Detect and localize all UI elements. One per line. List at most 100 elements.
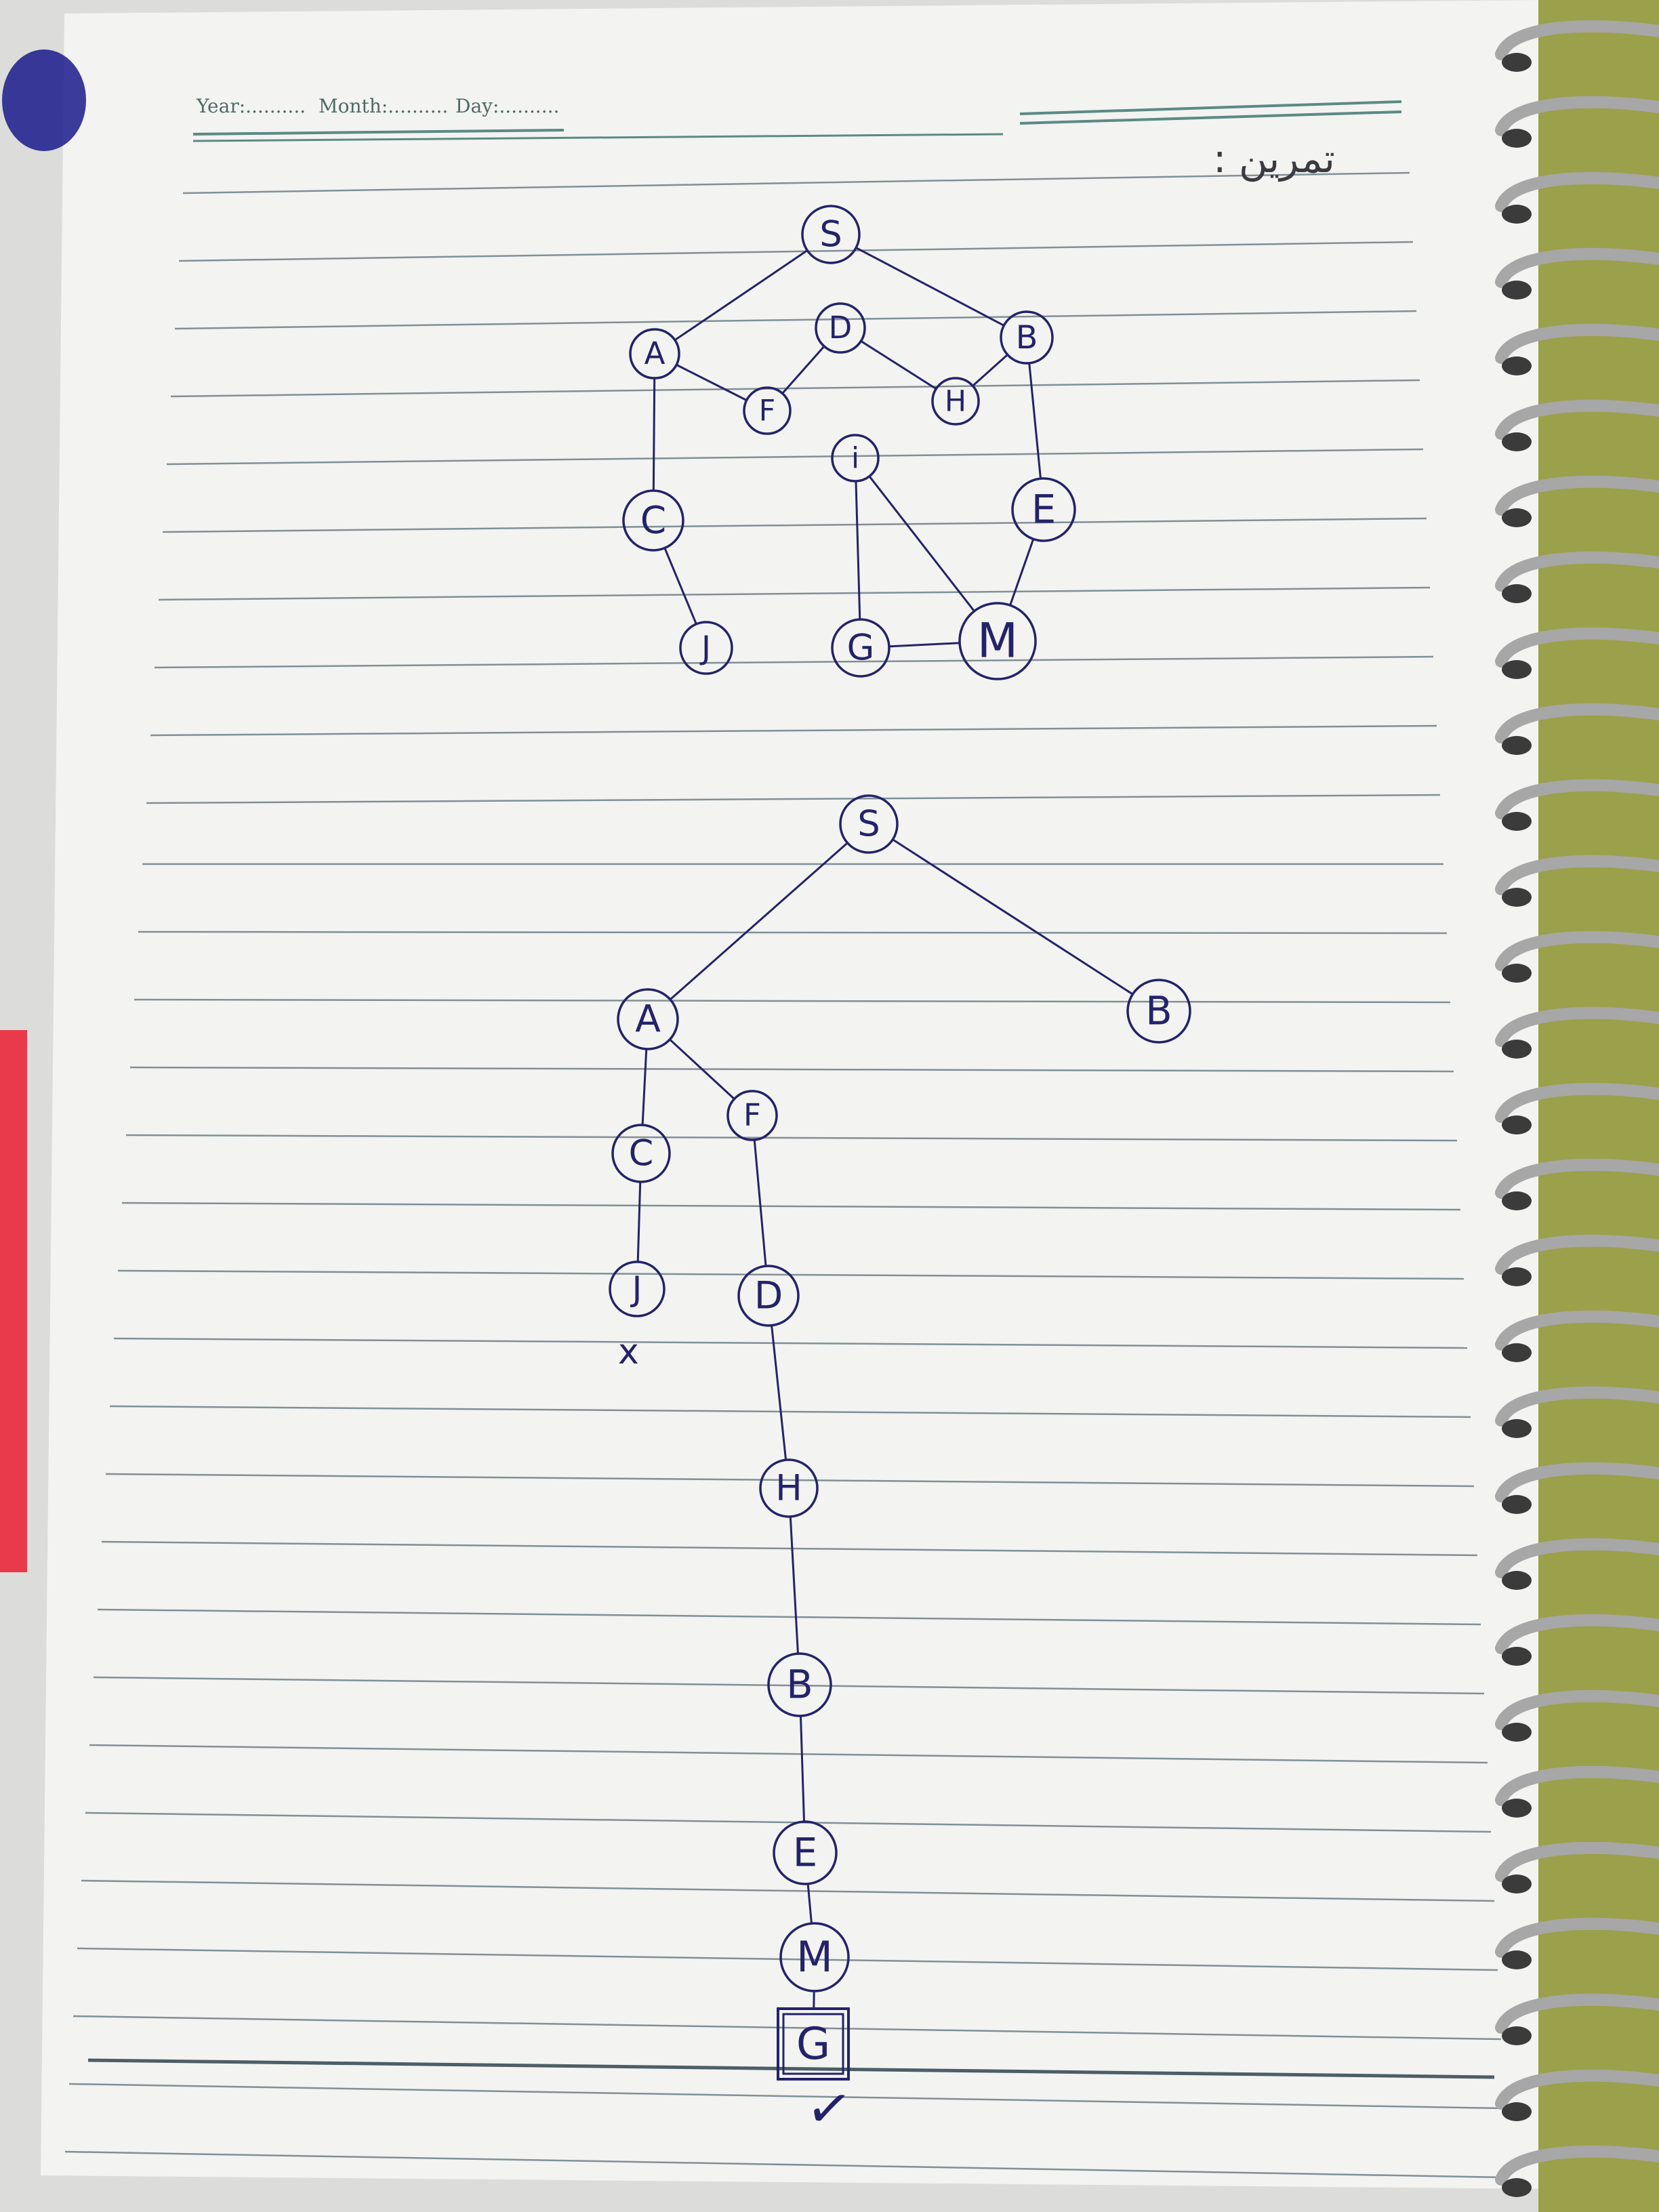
ruled-lines xyxy=(64,171,1509,2179)
node-label: S xyxy=(857,804,880,845)
graph-edge-b-e xyxy=(1028,362,1042,480)
binding-hole xyxy=(1502,964,1532,983)
ruled-line xyxy=(125,1134,1458,1142)
binding-hole xyxy=(1502,1267,1532,1286)
red-tab xyxy=(0,1030,27,1572)
graph-node-g: G xyxy=(831,618,890,678)
node-circle xyxy=(759,1458,819,1518)
binding-hole xyxy=(1502,432,1532,451)
tree-node-c: C xyxy=(611,1124,671,1183)
node-label: M xyxy=(977,613,1018,669)
day-label: Day:.......... xyxy=(455,95,560,117)
goal-box xyxy=(777,2007,850,2081)
ruled-line xyxy=(81,1879,1495,1902)
ruled-line xyxy=(150,724,1437,737)
tree-node-b1: B xyxy=(1126,979,1191,1044)
node-label: C xyxy=(640,498,666,541)
binding-hole xyxy=(1502,205,1532,224)
node-circle xyxy=(831,618,890,678)
graph-edges xyxy=(652,247,1042,648)
node-circle xyxy=(767,1652,832,1717)
bottom-rule xyxy=(87,2058,1495,2079)
node-label: G xyxy=(847,628,875,669)
node-label: B xyxy=(1145,988,1172,1033)
graph-edge-s-a xyxy=(674,249,808,342)
graph-node-e: E xyxy=(1011,477,1076,542)
binding-hole xyxy=(1502,508,1532,527)
spiral-ring xyxy=(1495,1993,1659,2034)
spiral-ring xyxy=(1495,20,1659,60)
ruled-line xyxy=(113,1337,1468,1349)
binding-hole xyxy=(1502,888,1532,907)
node-circle xyxy=(958,602,1037,680)
node-circle xyxy=(617,988,679,1050)
ruled-line xyxy=(93,1676,1485,1695)
tree-node-e: E xyxy=(773,1820,838,1885)
node-circle xyxy=(679,621,733,675)
tree-node-g: G xyxy=(777,2007,850,2081)
tree-edge-a-f xyxy=(668,1038,736,1101)
spiral-ring xyxy=(1495,930,1659,971)
spiral-binding xyxy=(1495,20,1659,2197)
graph-node-d: D xyxy=(815,302,866,354)
spiral-ring xyxy=(1495,627,1659,668)
spiral-ring xyxy=(1495,779,1659,819)
goal-check-mark: ✓ xyxy=(802,2074,857,2144)
node-circle xyxy=(743,386,792,435)
spiral-ring xyxy=(1495,2069,1659,2110)
tree-edge-a-c xyxy=(641,1048,648,1126)
tree-node-d: D xyxy=(737,1265,800,1327)
spiral-ring xyxy=(1495,855,1659,895)
ruled-line xyxy=(182,171,1410,194)
node-label: G xyxy=(796,2019,830,2070)
tree-node-m: M xyxy=(779,1922,850,1992)
node-label: S xyxy=(819,214,842,255)
node-circle xyxy=(629,328,680,380)
spiral-ring xyxy=(1495,1006,1659,1047)
spiral-ring xyxy=(1495,1841,1659,1882)
node-circle xyxy=(773,1820,838,1885)
header-rule-left-2 xyxy=(192,133,1004,142)
binding-hole xyxy=(1502,584,1532,603)
spiral-ring xyxy=(1495,2145,1659,2186)
node-circle xyxy=(726,1090,778,1141)
spiral-ring xyxy=(1495,1462,1659,1502)
spiral-ring xyxy=(1495,171,1659,212)
spiral-ring xyxy=(1495,1234,1659,1275)
graph-edge-f-d xyxy=(781,345,825,395)
ruled-line xyxy=(138,930,1448,935)
tree-node-b2: B xyxy=(767,1652,832,1717)
ruled-line xyxy=(129,1066,1454,1073)
spiral-ring xyxy=(1495,247,1659,288)
node-label: H xyxy=(945,385,966,418)
spiral-ring xyxy=(1495,1538,1659,1578)
ruled-line xyxy=(174,310,1417,330)
graph-node-a: A xyxy=(629,328,680,380)
ruled-line xyxy=(154,655,1434,669)
header-rule-left xyxy=(192,129,565,136)
graph-edge-a-f xyxy=(675,363,748,402)
node-label: F xyxy=(759,394,775,428)
tree-node-a: A xyxy=(617,988,679,1050)
dead-end-mark: x xyxy=(618,1332,639,1372)
spiral-ring xyxy=(1495,1158,1659,1199)
binding-hole xyxy=(1502,2026,1532,2045)
node-circle xyxy=(931,377,980,426)
binding-hole xyxy=(1502,1419,1532,1438)
ruled-line xyxy=(77,1947,1498,1971)
node-label: E xyxy=(793,1830,817,1875)
node-label: B xyxy=(1016,319,1038,356)
spiral-ring xyxy=(1495,1765,1659,1806)
node-label: H xyxy=(775,1468,802,1509)
node-label: B xyxy=(786,1662,813,1707)
tree-node-f: F xyxy=(726,1090,778,1141)
binding-hole xyxy=(1502,1875,1532,1893)
graph-node-m: M xyxy=(958,602,1037,680)
node-label: D xyxy=(754,1273,783,1317)
tree-edge-d-h xyxy=(771,1324,787,1461)
month-label: Month:.......... xyxy=(319,95,449,117)
node-circle xyxy=(1000,310,1054,365)
ruled-line xyxy=(170,379,1420,398)
